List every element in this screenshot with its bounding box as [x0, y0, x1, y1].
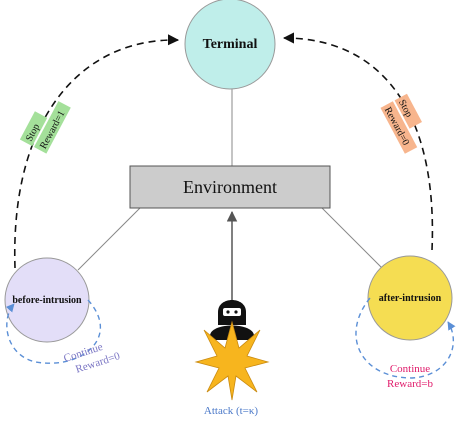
environment-box	[129, 165, 331, 209]
connector-environment-before	[77, 207, 141, 271]
hacker-face	[223, 308, 241, 316]
after-intrusion-node: after-intrusion	[367, 255, 453, 341]
attack-star-icon	[194, 320, 270, 401]
stop-tag-left-line2-bg	[34, 101, 71, 154]
attack-label: Attack (t=κ)	[204, 405, 259, 417]
stop-arrow-right	[282, 32, 434, 251]
continue-loop-right	[355, 297, 456, 379]
environment-node: Environment	[129, 165, 331, 209]
stop-reward-0-tag: Stop Reward=0	[380, 93, 422, 154]
continue-right-line1: Continue	[390, 363, 430, 375]
stop-tag-right-line1-bg	[394, 93, 422, 129]
after-intrusion-label: after-intrusion	[379, 293, 442, 304]
hacker-eye-left	[226, 310, 230, 314]
continue-reward-b-label: Continue Reward=b	[387, 363, 433, 390]
terminal-circle	[184, 0, 276, 90]
stop-tag-left-line1-bg	[19, 111, 48, 147]
after-intrusion-circle	[367, 255, 453, 341]
stop-reward-1-tag: Stop Reward=1	[19, 101, 71, 154]
hacker-eye-right	[234, 310, 238, 314]
stop-tag-right-line2-bg	[380, 101, 418, 154]
continue-reward-0-label: Continue Reward=0	[62, 341, 122, 376]
terminal-label: Terminal	[203, 37, 258, 52]
before-intrusion-circle	[4, 257, 90, 343]
connector-environment-after	[321, 207, 385, 271]
before-intrusion-node: before-intrusion	[4, 257, 90, 343]
continue-right-line2: Reward=b	[387, 378, 433, 390]
stop-arrow-left	[14, 34, 180, 269]
environment-label: Environment	[183, 177, 277, 197]
before-intrusion-label: before-intrusion	[12, 295, 82, 306]
continue-loop-left	[5, 299, 102, 364]
terminal-node: Terminal	[184, 0, 276, 90]
